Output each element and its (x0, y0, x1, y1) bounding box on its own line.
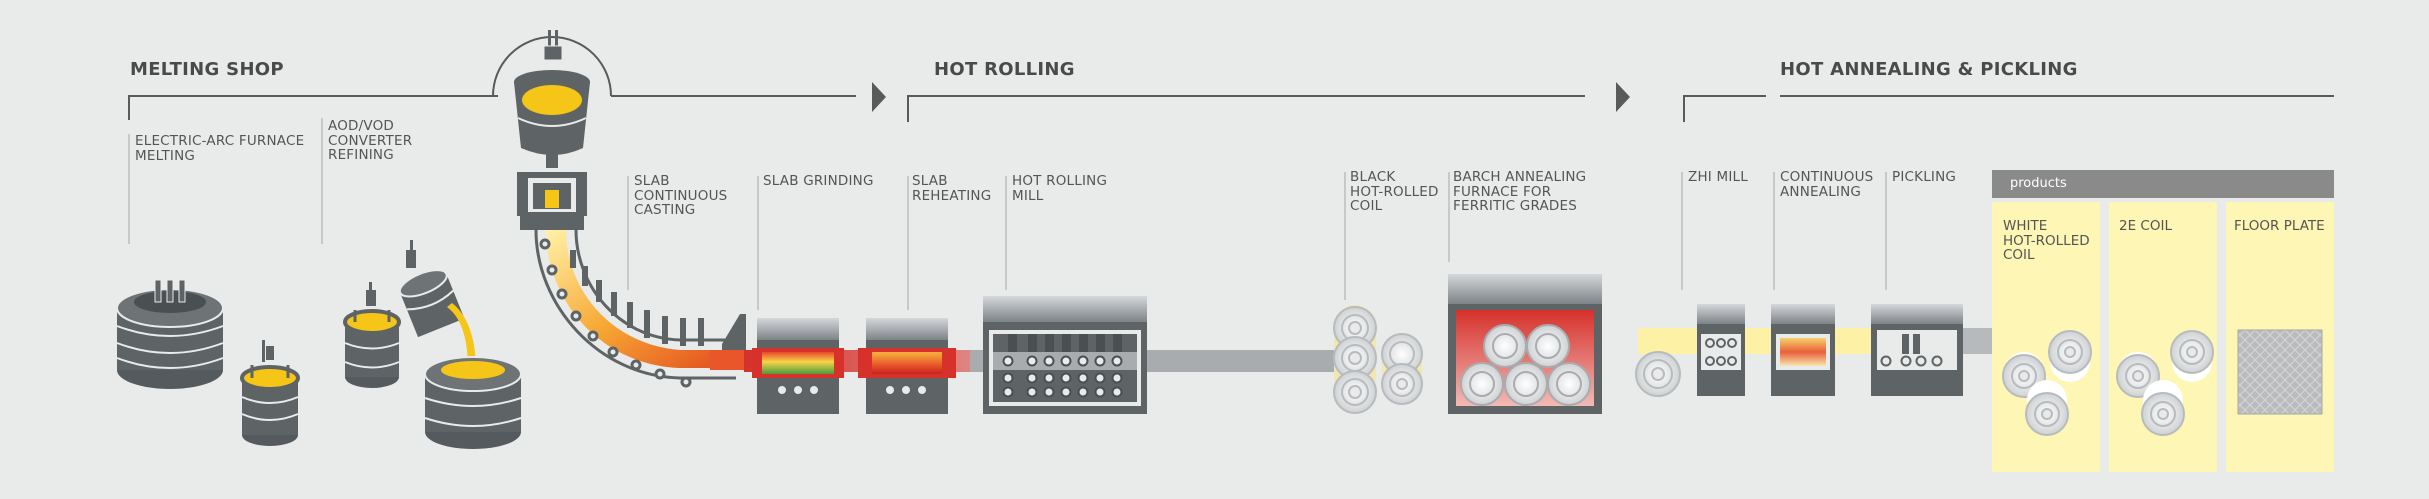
leader-lines (128, 118, 1887, 310)
casting-strand-icon (534, 229, 746, 388)
label-zhi-mill: ZHI MILL (1688, 169, 1748, 185)
batch-annealing-furnace-icon (1448, 274, 1602, 414)
white-hot-rolled-coil-icon (2002, 330, 2092, 436)
label-slab-continuous-casting: SLAB CONTINUOUS CASTING (634, 173, 728, 218)
flow-arrows (872, 82, 1630, 112)
section-title-hot-annealing-pickling: HOT ANNEALING & PICKLING (1780, 59, 2078, 80)
zhi-mill-icon (1697, 304, 1745, 396)
label-slab-grinding: SLAB GRINDING (763, 173, 874, 189)
tundish-icon (517, 172, 587, 230)
black-coil-icon (1333, 305, 1423, 414)
label-batch-annealing-furnace: BARCH ANNEALING FURNACE FOR FERRITIC GRA… (1453, 169, 1587, 214)
receiving-ladle-icon (424, 356, 522, 449)
2e-coil-icon (2116, 330, 2214, 436)
tilting-converter-icon (398, 240, 476, 370)
product-floor-plate: FLOOR PLATE (2234, 218, 2325, 234)
electric-arc-furnace-icon (116, 279, 224, 389)
hot-rolling-mill-icon (983, 296, 1147, 414)
continuous-annealing-furnace-icon (1771, 304, 1835, 396)
label-hot-rolling-mill: HOT ROLLING MILL (1012, 173, 1108, 204)
section-title-hot-rolling: HOT ROLLING (934, 59, 1075, 80)
product-white-hot-rolled-coil: WHITE HOT-ROLLED COIL (2003, 218, 2090, 263)
caster-ladle-icon (492, 30, 612, 168)
section-brackets (128, 95, 2334, 122)
ladle-icon (240, 340, 300, 446)
label-slab-reheating: SLAB REHEATING (912, 173, 992, 204)
label-electric-arc-furnace: ELECTRIC-ARC FURNACE MELTING (135, 133, 305, 164)
pickling-line-icon (1871, 304, 1963, 396)
section-title-melting-shop: MELTING SHOP (130, 59, 284, 80)
label-continuous-annealing: CONTINUOUS ANNEALING (1780, 169, 1874, 200)
floor-plate-icon (2237, 329, 2323, 415)
slab-grinding-machine-icon (752, 318, 844, 414)
reheating-furnace-icon (858, 318, 956, 414)
uncoiler-icon (1635, 351, 1681, 397)
label-aod-converter: AOD/VOD CONVERTER REFINING (328, 118, 413, 163)
product-2e-coil: 2E COIL (2119, 218, 2172, 234)
label-black-hot-rolled-coil: BLACK HOT-ROLLED COIL (1350, 169, 1439, 214)
products-header: products (2010, 176, 2067, 191)
aod-converter-icon (343, 282, 401, 388)
label-pickling: PICKLING (1892, 169, 1957, 185)
